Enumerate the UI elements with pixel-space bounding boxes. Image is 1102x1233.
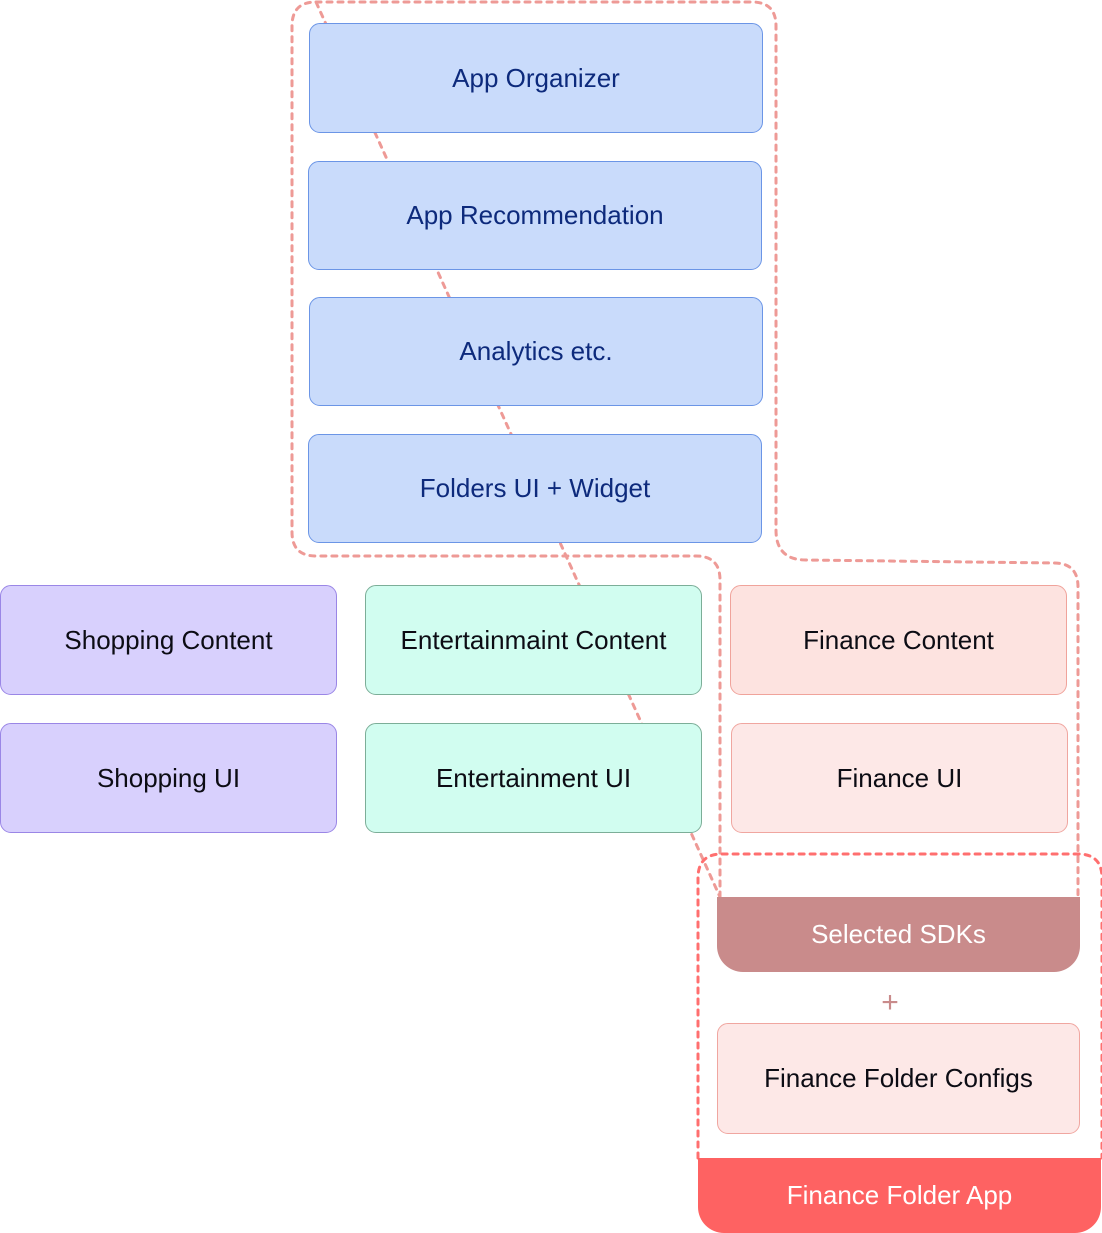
entertainment-ui-label: Entertainment UI [435,762,632,793]
finance-ui-label: Finance UI [836,762,963,793]
finance-content-box: Finance Content [730,585,1067,695]
entertainment-ui-box: Entertainment UI [365,723,702,833]
shopping-ui-label: Shopping UI [96,762,241,793]
finance-folder-configs-box: Finance Folder Configs [717,1023,1080,1134]
shopping-content-box: Shopping Content [0,585,337,695]
app-organizer-label: App Organizer [452,62,620,93]
folders-ui-widget-label: Folders UI + Widget [419,473,651,503]
shopping-ui-box: Shopping UI [0,723,337,833]
folders-ui-widget-box: Folders UI + Widget [308,434,762,543]
app-recommendation-box: App Recommendation [308,161,762,270]
selected-sdks-bar: Selected SDKs [717,897,1080,972]
plus-icon: + [881,986,899,1019]
entertainment-content-label: Entertainmaint Content [400,624,667,655]
app-organizer-box: App Organizer [309,23,763,133]
shopping-content-label: Shopping Content [64,624,273,655]
app-recommendation-label: App Recommendation [406,200,664,230]
finance-ui-box: Finance UI [731,723,1068,833]
selected-sdks-label: Selected SDKs [811,919,986,949]
analytics-box: Analytics etc. [309,297,763,406]
finance-content-label: Finance Content [803,624,994,655]
finance-folder-app-bar: Finance Folder App [698,1158,1101,1233]
entertainment-content-box: Entertainmaint Content [365,585,702,695]
analytics-label: Analytics etc. [459,336,613,366]
finance-folder-app-label: Finance Folder App [786,1180,1013,1210]
finance-folder-configs-label: Finance Folder Configs [764,1063,1033,1093]
